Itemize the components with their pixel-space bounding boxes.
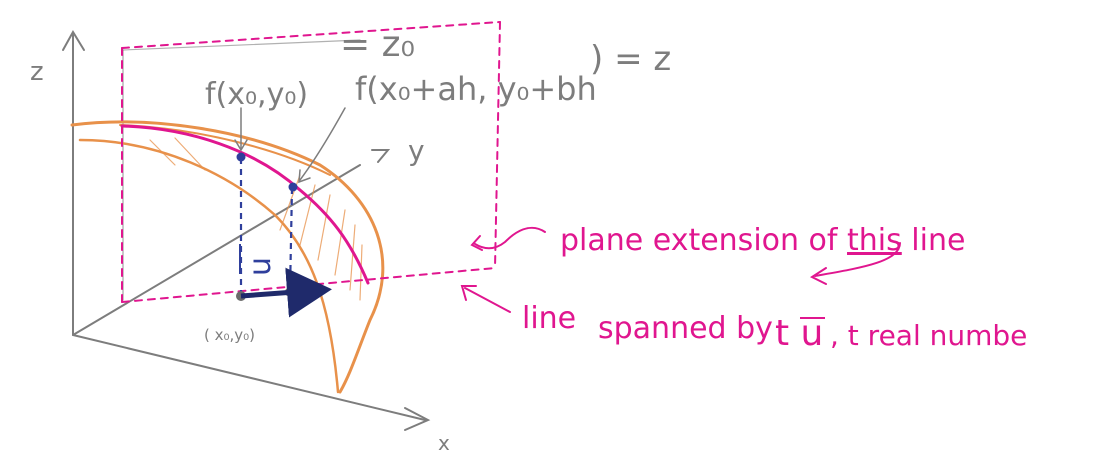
this-line-pointer-arrowhead [809,267,827,285]
plane-note-arrowhead [470,235,483,251]
plane-equation-top: = z₀ [340,24,415,65]
projection-line-2 [288,187,294,293]
base-point-label: ( x₀,y₀) [204,326,255,344]
direction-vector-u [240,267,332,318]
x-axis [72,334,426,421]
leader-f1 [299,107,346,181]
intersection-curve [120,124,370,285]
surface [70,120,385,394]
plane-top-edge [121,21,501,49]
x-axis-arrowhead [404,407,431,431]
plane-equation-right: ) = z [590,39,671,79]
surface-outer-edge [70,120,385,394]
line-note-arrowhead [460,285,477,301]
line-note-arrow [464,287,511,313]
y-axis-arrowhead [371,149,391,163]
vector-u-label: u [243,257,278,276]
function-value-f0: f(x₀,y₀) [205,77,308,112]
leader-f0-arrowhead [234,139,248,152]
pencil-guide-top [122,39,361,51]
line-note-rest: spanned by [598,311,773,346]
this-line-pointer [814,242,901,277]
leader-lines [234,107,346,184]
plane-note-prefix: plane extension of [560,223,847,258]
plane-note-underlined: this [847,223,902,258]
plane-note-arrow [474,226,546,250]
z-axis-arrowhead [62,30,85,51]
line-note-word: line [522,301,576,336]
surface-point-1 [236,152,246,162]
z-axis-label: z [30,57,44,87]
function-value-f1: f(x₀+ah, y₀+bh [355,70,597,108]
y-axis [72,164,361,336]
line-note-tail: , t real numbe [830,319,1027,352]
annotation-arrows [460,226,901,313]
y-axis-label: y [408,134,425,167]
plane-note: plane extension of this line [560,223,965,258]
x-axis-label: x [438,431,450,454]
surface-point-2 [288,182,298,192]
surface-hatching [149,137,363,301]
plane-right-edge [494,21,501,269]
line-note-tu: t u [775,313,823,354]
leader-f1-arrowhead [298,169,311,184]
plane-note-suffix: line [902,223,966,258]
